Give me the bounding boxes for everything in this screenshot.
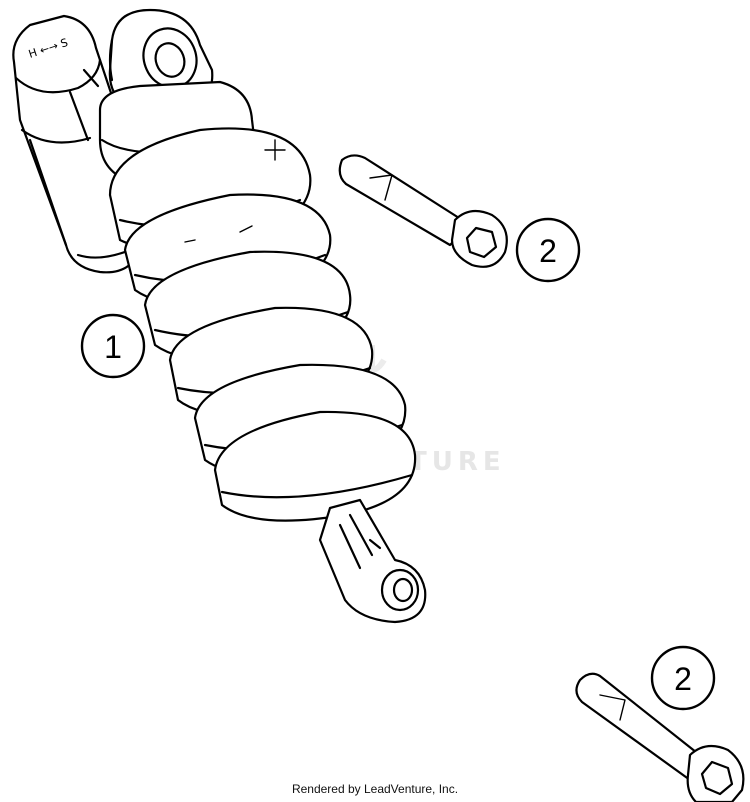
callout-1[interactable]: 1 xyxy=(80,313,146,379)
callout-2-lower[interactable]: 2 xyxy=(650,645,716,711)
callout-2-upper-number: 2 xyxy=(539,233,557,269)
reservoir-canister: H ←→ S xyxy=(12,14,142,274)
bolt-lower[interactable] xyxy=(575,672,745,802)
callout-2-upper[interactable]: 2 xyxy=(515,217,581,283)
callout-2-lower-number: 2 xyxy=(674,661,692,697)
lower-clevis xyxy=(318,498,427,624)
bolt-upper[interactable] xyxy=(338,154,508,268)
shock-absorber[interactable]: H ←→ S xyxy=(12,8,427,624)
coil-spring xyxy=(108,127,417,522)
callout-1-number: 1 xyxy=(104,329,122,365)
footer-credit: Rendered by LeadVenture, Inc. xyxy=(291,782,459,796)
